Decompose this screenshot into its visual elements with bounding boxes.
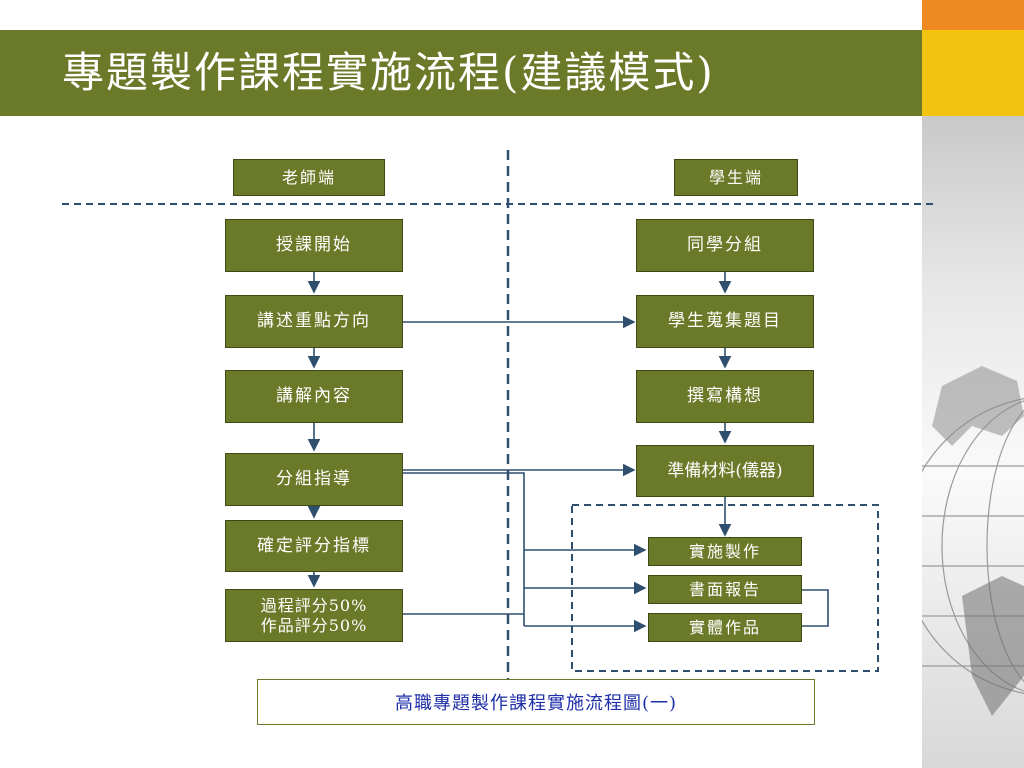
diagram-caption: 高職專題製作課程實施流程圖(一): [257, 679, 815, 725]
student-step: 學生蒐集題目: [636, 295, 814, 348]
student-step: 同學分組: [636, 219, 814, 272]
outputs-dashed-group: [571, 504, 879, 672]
title-bar: [0, 30, 922, 116]
student-output: 實施製作: [648, 537, 802, 566]
student-output: 實體作品: [648, 613, 802, 642]
accent-yellow-block: [922, 30, 1024, 116]
student-column-header: 學生端: [674, 159, 798, 196]
teacher-step: 確定評分指標: [225, 520, 403, 572]
teacher-step: 分組指導: [225, 453, 403, 506]
teacher-step: 講解內容: [225, 370, 403, 423]
student-step: 撰寫構想: [636, 370, 814, 423]
globe-icon: [922, 366, 1024, 716]
page-title: 專題製作課程實施流程(建議模式): [62, 48, 715, 97]
teacher-step: 講述重點方向: [225, 295, 403, 348]
teacher-column-header: 老師端: [233, 159, 385, 196]
flow-connectors: [307, 272, 829, 633]
teacher-step: 授課開始: [225, 219, 403, 272]
accent-orange-block: [922, 0, 1024, 30]
student-step: 準備材料(儀器): [636, 445, 814, 497]
student-output: 書面報告: [648, 575, 802, 604]
teacher-step-scoring: 過程評分50% 作品評分50%: [225, 589, 403, 642]
globe-decoration-panel: [922, 116, 1024, 768]
